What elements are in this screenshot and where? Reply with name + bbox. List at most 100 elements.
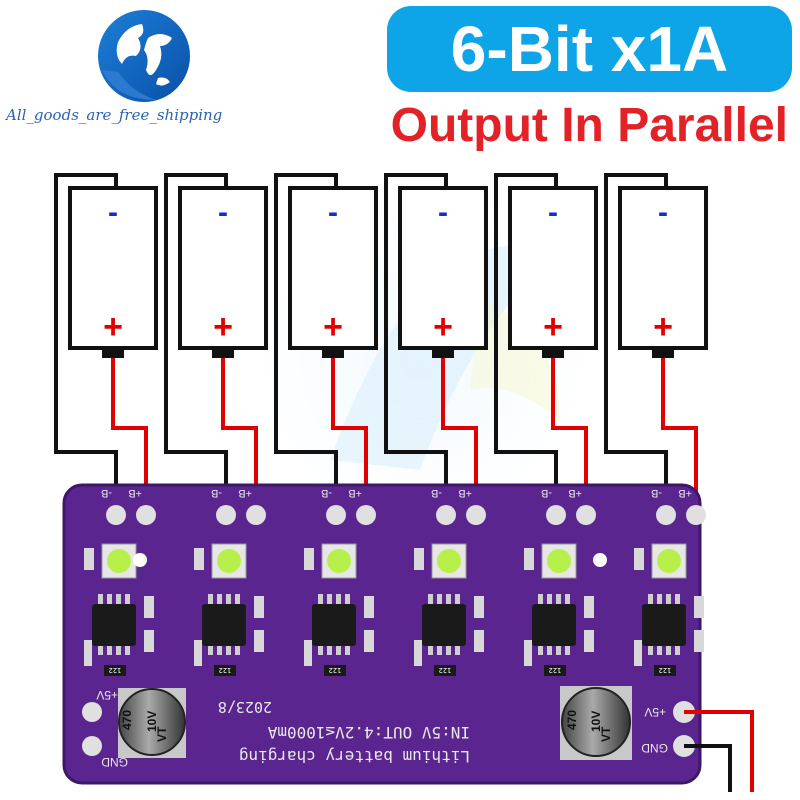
channel-5: -B +B 122 (524, 487, 596, 676)
positive-wire (661, 358, 698, 515)
battery-terminal (542, 348, 564, 358)
resistor (364, 596, 374, 618)
resistor-code: 122 (109, 666, 122, 674)
battery-terminal (102, 348, 124, 358)
svg-text:VT: VT (599, 726, 613, 742)
mounting-hole (133, 553, 147, 567)
resistor (524, 640, 532, 666)
charger-chip (202, 604, 246, 646)
battery-terminal (652, 348, 674, 358)
negative-wire (274, 173, 338, 515)
chip-pin (336, 645, 341, 655)
resistor (634, 548, 644, 570)
chip-pin (565, 594, 570, 604)
silk-date: 2023/8 (218, 698, 272, 716)
left-5v-label: +5V (96, 688, 118, 702)
battery-array: -+-+-+-+-+-+ (54, 173, 708, 515)
code-resistor (434, 665, 456, 676)
shop-name: All_goods_are_free_shipping (6, 106, 223, 124)
chip-pin (556, 594, 561, 604)
chip-pin (428, 645, 433, 655)
resistor (694, 596, 704, 618)
chip-pin (208, 645, 213, 655)
negative-pad (436, 505, 456, 525)
positive-pad (466, 505, 486, 525)
title-text: 6-Bit x1A (450, 13, 729, 85)
plus-sign: + (543, 308, 563, 346)
resistor-code: 122 (439, 666, 452, 674)
led-lens (327, 549, 351, 573)
minus-sign: - (658, 196, 668, 229)
battery-unit-3: -+ (274, 173, 378, 515)
resistor-code: 122 (549, 666, 562, 674)
right-5v-label: +5V (644, 705, 666, 719)
chip-pin (666, 645, 671, 655)
resistor (304, 548, 314, 570)
battery-terminal (212, 348, 234, 358)
chip-pin (116, 645, 121, 655)
chip-pin (336, 594, 341, 604)
code-resistor (214, 665, 236, 676)
pin-label-negative: -B (431, 487, 442, 499)
right-gnd-label: GND (641, 741, 668, 755)
charger-chip (532, 604, 576, 646)
left-gnd-label: GND (101, 755, 128, 769)
chip-pin (648, 645, 653, 655)
negative-pad (216, 505, 236, 525)
left-5v-pad (82, 702, 102, 722)
positive-wire (441, 358, 478, 515)
minus-sign: - (548, 196, 558, 229)
resistor (474, 596, 484, 618)
resistor (194, 640, 202, 666)
pin-label-negative: -B (541, 487, 552, 499)
led-lens (657, 549, 681, 573)
output-black-wire (684, 744, 732, 792)
led-lens (107, 549, 131, 573)
chip-pin (226, 645, 231, 655)
negative-wire (604, 173, 668, 515)
title-badge: 6-Bit x1A (387, 6, 792, 92)
resistor (634, 640, 642, 666)
resistor (414, 548, 424, 570)
resistor (524, 548, 534, 570)
positive-wire (221, 358, 258, 515)
chip-pin (657, 645, 662, 655)
charging-channels: -B+B122-B+B122-B+B122-B+B122-B+B122-B+B1… (84, 487, 706, 676)
chip-pin (345, 645, 350, 655)
charger-chip (642, 604, 686, 646)
resistor (254, 630, 264, 652)
chip-pin (318, 594, 323, 604)
silk-name: Lithium battery charging (239, 747, 470, 766)
chip-pin (675, 645, 680, 655)
negative-wire (384, 173, 448, 515)
pin-label-positive: +B (348, 487, 362, 499)
chip-pin (125, 594, 130, 604)
chip-pin (666, 594, 671, 604)
pin-label-positive: +B (568, 487, 582, 499)
svg-text:470: 470 (565, 710, 579, 730)
plus-sign: + (653, 308, 673, 346)
code-resistor (654, 665, 676, 676)
resistor (254, 596, 264, 618)
chip-pin (538, 594, 543, 604)
battery-unit-2: -+ (164, 173, 268, 515)
battery-unit-5: -+ (494, 173, 598, 515)
pin-label-negative: -B (321, 487, 332, 499)
left-capacitor: 470 10V VT (118, 688, 186, 758)
battery-cell (508, 186, 598, 350)
chip-pin (547, 594, 552, 604)
chip-pin (217, 594, 222, 604)
resistor (584, 596, 594, 618)
chip-pin (538, 645, 543, 655)
globe-icon (98, 10, 190, 102)
positive-pad (576, 505, 596, 525)
resistor (84, 640, 92, 666)
positive-pad (136, 505, 156, 525)
plus-sign: + (103, 308, 123, 346)
left-gnd-pad (82, 736, 102, 756)
negative-wire (494, 173, 558, 515)
chip-pin (556, 645, 561, 655)
